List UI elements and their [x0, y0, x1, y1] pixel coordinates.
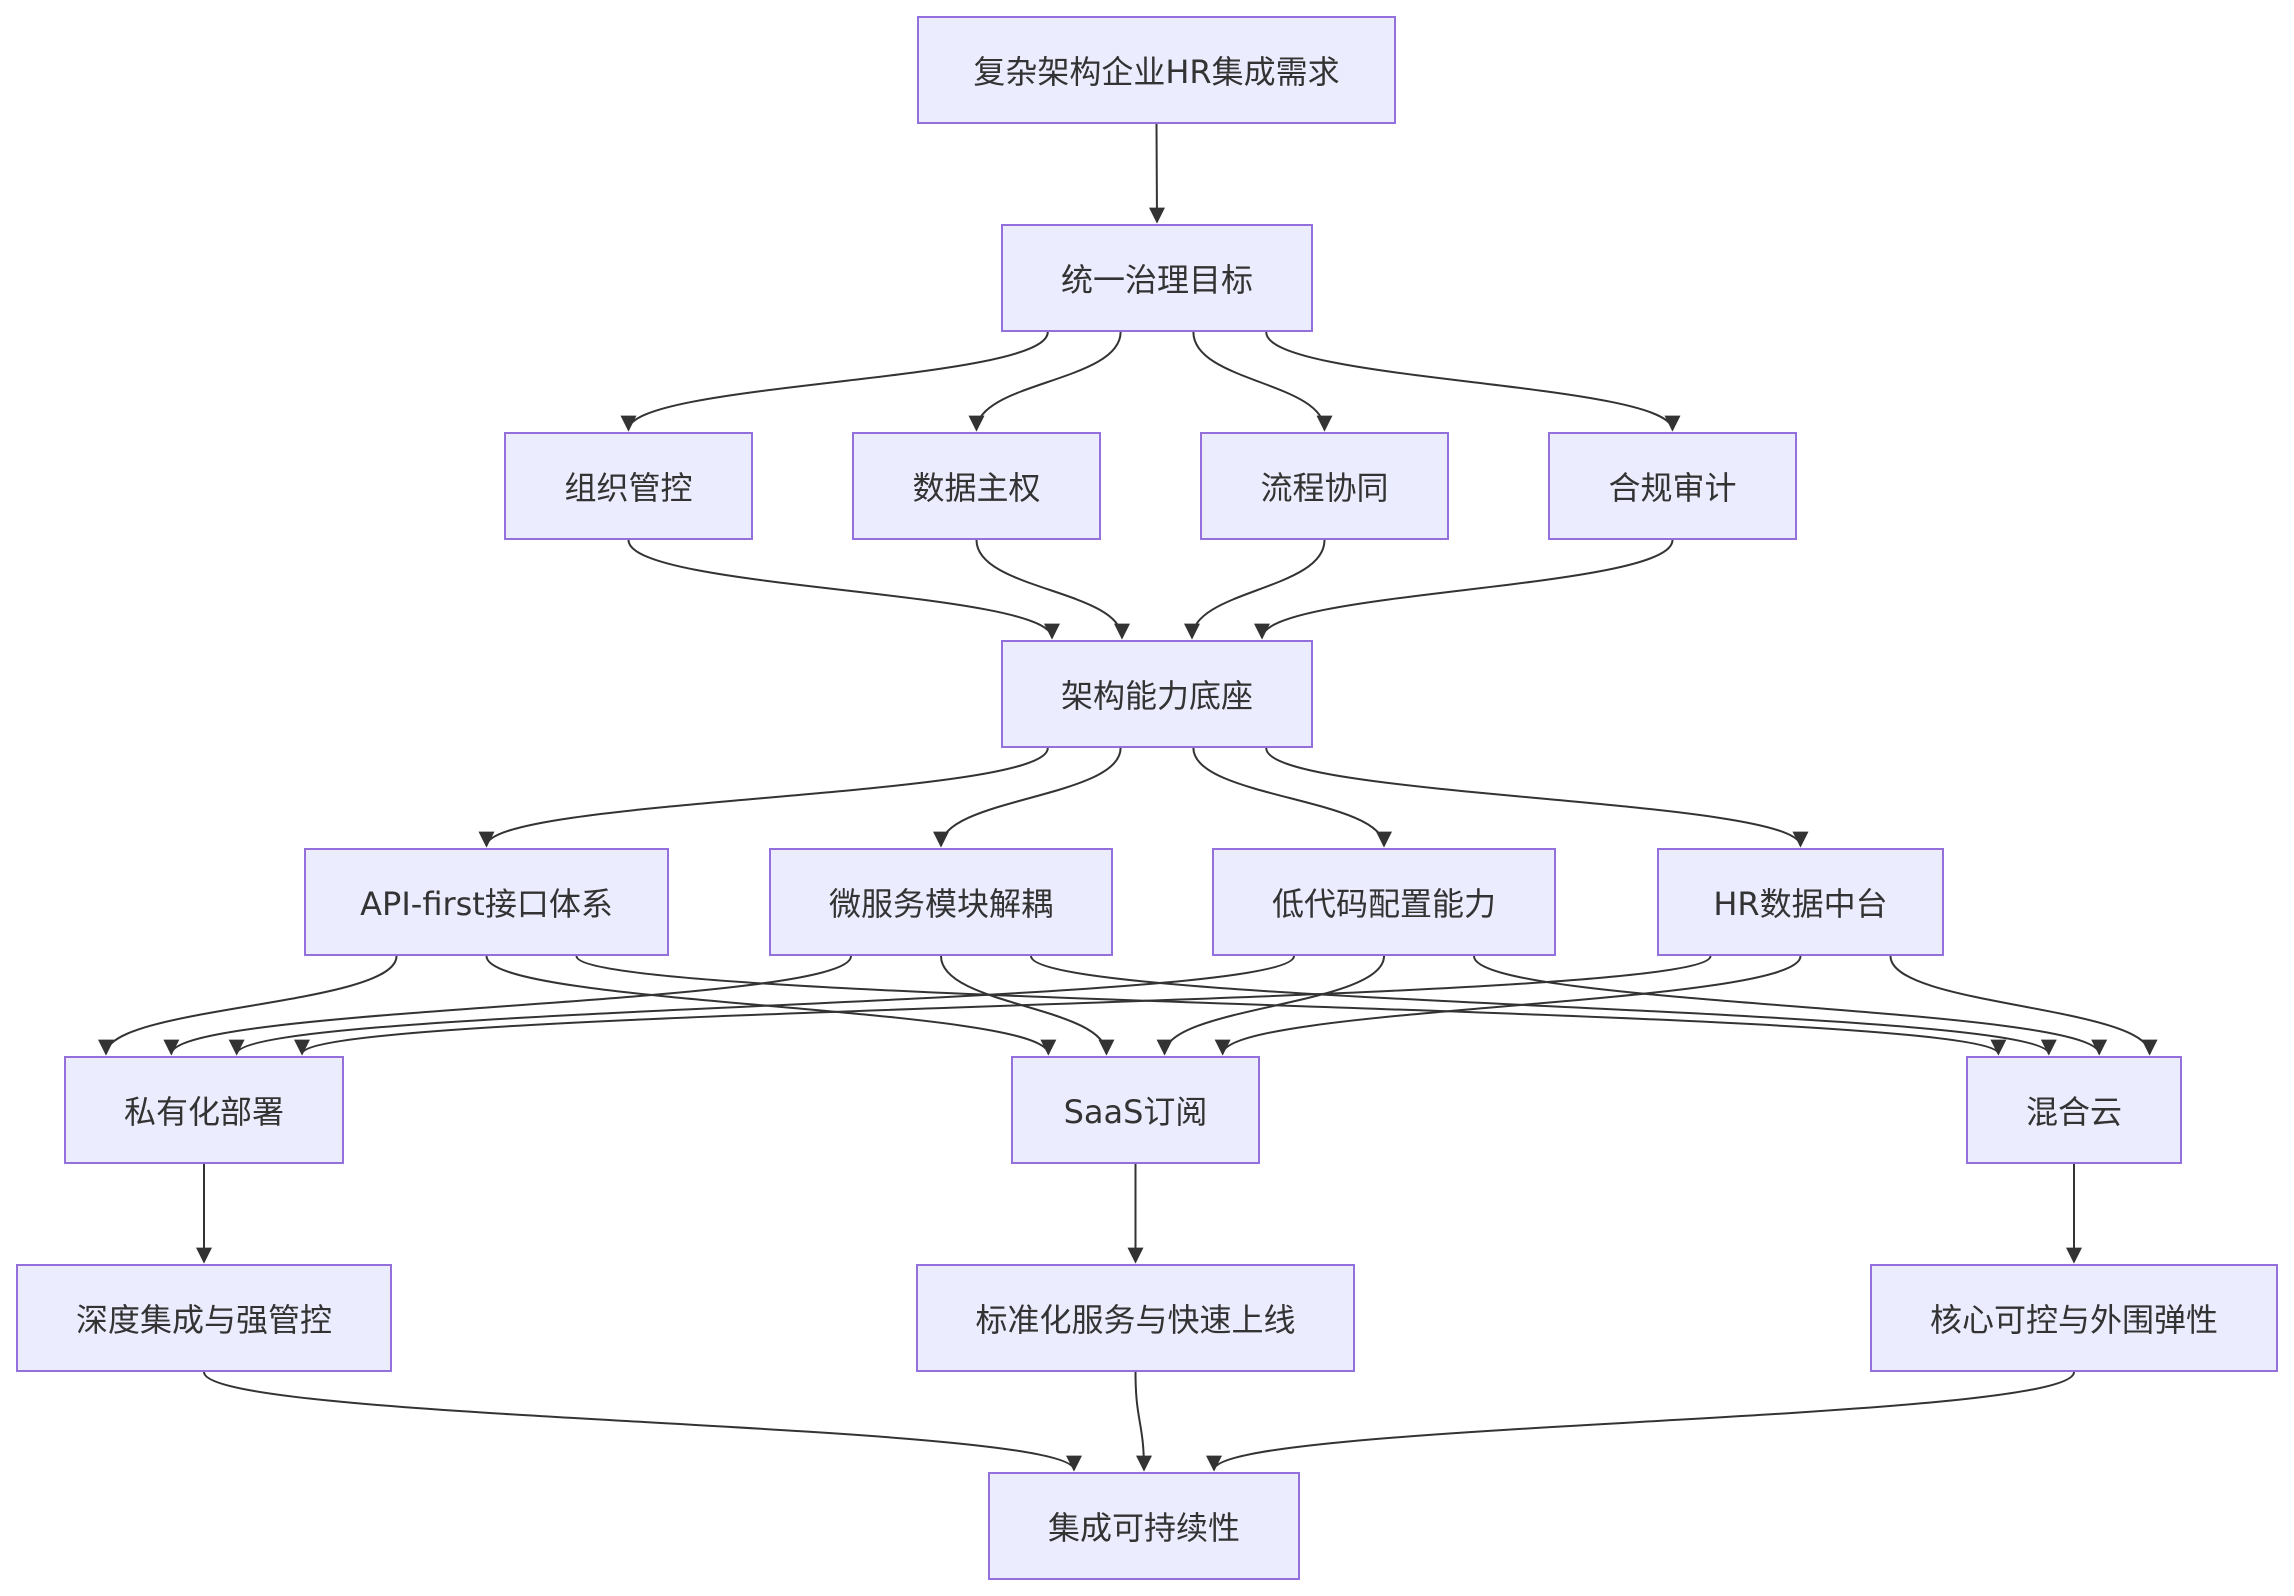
edge-api-to-hybrid [575, 955, 2006, 1056]
node-hr-data-platform: HR数据中台 [1657, 848, 1944, 956]
edge-flow-to-base [1184, 539, 1326, 640]
edge-micro-to-hybrid [1030, 955, 2057, 1056]
node-compliance-audit: 合规审计 [1548, 432, 1797, 540]
node-saas-subscription: SaaS订阅 [1011, 1056, 1260, 1164]
node-core-control-elasticity: 核心可控与外围弹性 [1870, 1264, 2278, 1372]
edge-deep-to-sustain [203, 1371, 1082, 1472]
node-data-sovereignty: 数据主权 [852, 432, 1101, 540]
node-api-first-interface: API-first接口体系 [304, 848, 669, 956]
edge-base-to-hrdata [1265, 747, 1809, 848]
node-unified-governance-goal: 统一治理目标 [1001, 224, 1313, 332]
node-architecture-foundation: 架构能力底座 [1001, 640, 1313, 748]
edge-base-to-micro [933, 747, 1122, 848]
edge-data-to-base [975, 539, 1130, 640]
node-microservice-decoupling: 微服务模块解耦 [769, 848, 1113, 956]
edge-goal-to-data [968, 331, 1122, 432]
edge-org-to-base [627, 539, 1060, 640]
edge-micro-to-private [163, 955, 852, 1056]
edge-goal-to-flow [1192, 331, 1333, 432]
node-standardized-service: 标准化服务与快速上线 [916, 1264, 1355, 1372]
edge-audit-to-base [1254, 539, 1674, 640]
edge-base-to-lowcode [1192, 747, 1392, 848]
node-deep-integration: 深度集成与强管控 [16, 1264, 392, 1372]
node-hybrid-cloud: 混合云 [1966, 1056, 2182, 1164]
edge-lowcode-to-hybrid [1473, 955, 2108, 1056]
edge-lowcode-to-saas [1156, 955, 1385, 1056]
edge-goal-to-audit [1265, 331, 1681, 432]
node-integration-sustainability: 集成可持续性 [988, 1472, 1300, 1580]
edge-hrdata-to-saas [1214, 955, 1802, 1056]
edge-goal-to-org [620, 331, 1049, 432]
node-hr-integration-requirement: 复杂架构企业HR集成需求 [917, 16, 1396, 124]
edge-std-to-sustain [1134, 1371, 1152, 1472]
edge-lowcode-to-private [228, 955, 1295, 1056]
edge-top-to-goal [1148, 123, 1165, 224]
node-low-code-configuration: 低代码配置能力 [1212, 848, 1556, 956]
node-private-deployment: 私有化部署 [64, 1056, 344, 1164]
edge-hrdata-to-hybrid [1889, 955, 2158, 1056]
edge-core-to-sustain [1206, 1371, 2075, 1472]
edge-base-to-api [478, 747, 1049, 848]
edge-hrdata-to-private [294, 955, 1712, 1056]
node-organization-control: 组织管控 [504, 432, 753, 540]
node-process-collaboration: 流程协同 [1200, 432, 1449, 540]
edge-api-to-private [98, 955, 398, 1056]
